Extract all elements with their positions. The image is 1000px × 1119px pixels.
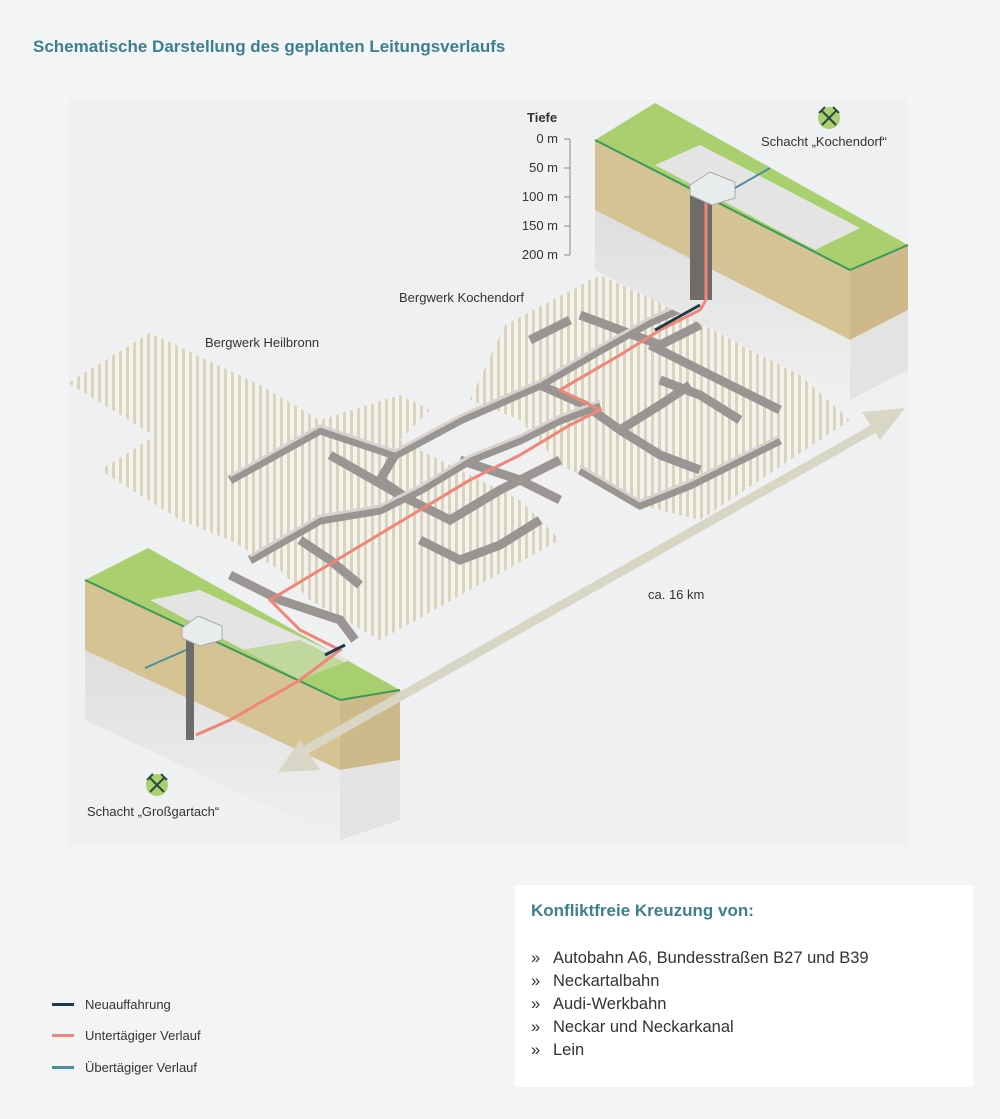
depth-tick-label: 100 m	[521, 189, 558, 204]
depth-tick-label: 50 m	[529, 160, 558, 175]
shaft-building-grossgartach	[181, 615, 223, 647]
label-bergwerk-heilbronn: Bergwerk Heilbronn	[205, 335, 320, 350]
info-box-list: »Autobahn A6, Bundesstraßen B27 und B39 …	[531, 947, 869, 1062]
hammer-and-pick-icon	[818, 106, 840, 129]
depth-tick-label: 200 m	[521, 247, 558, 262]
legend-label: Übertägiger Verlauf	[85, 1060, 198, 1075]
bullet: »	[531, 949, 541, 967]
shaft-building-kochendorf	[689, 171, 736, 206]
list-item-text: Lein	[553, 1041, 585, 1059]
label-distance: ca. 16 km	[648, 587, 705, 602]
bullet: »	[531, 995, 541, 1013]
bullet: »	[531, 972, 541, 990]
label-bergwerk-kochendorf: Bergwerk Kochendorf	[399, 290, 525, 305]
distance-arrow	[278, 408, 905, 772]
list-item-text: Audi-Werkbahn	[553, 995, 667, 1013]
list-item: » Lein	[531, 1039, 869, 1062]
legend-item: Neuauffahrung	[52, 995, 272, 1015]
list-item: » Audi-Werkbahn	[531, 993, 869, 1016]
legend-item: Untertägiger Verlauf	[52, 1026, 272, 1046]
legend-swatch-uebertaegig	[52, 1066, 74, 1069]
legend-item: Übertägiger Verlauf	[52, 1058, 272, 1078]
label-schacht-kochendorf: Schacht „Kochendorf“	[761, 134, 887, 149]
hammer-and-pick-icon	[146, 773, 168, 796]
tunnel-network	[227, 295, 783, 643]
list-item-text: Neckartalbahn	[553, 972, 660, 990]
route-new-excavation	[654, 303, 701, 332]
list-item-text: Autobahn A6, Bundesstraßen B27 und B39	[553, 949, 869, 967]
legend-label: Untertägiger Verlauf	[85, 1028, 201, 1043]
mine-area-heilbronn	[68, 333, 560, 640]
legend-swatch-untertaegig	[52, 1034, 74, 1037]
legend-label: Neuauffahrung	[85, 997, 171, 1012]
list-item-text: Neckar und Neckarkanal	[553, 1018, 734, 1036]
depth-scale-axis	[564, 138, 571, 256]
page-title: Schematische Darstellung des geplanten L…	[33, 37, 506, 56]
info-box: Konfliktfreie Kreuzung von: » Autobahn A6…	[515, 885, 973, 1087]
depth-scale-title: Tiefe	[527, 110, 558, 125]
mine-area-kochendorf	[470, 275, 850, 520]
list-item: » Autobahn A6, Bundesstraßen B27 und B39	[531, 947, 869, 970]
label-schacht-grossgartach: Schacht „Großgartach“	[87, 804, 220, 819]
block-kochendorf	[594, 103, 909, 400]
depth-tick-label: 0 m	[536, 131, 558, 146]
depth-tick-label: 150 m	[521, 218, 558, 233]
bullet: »	[531, 1041, 541, 1059]
legend-swatch-neuauffahrung	[52, 1003, 74, 1006]
bullet: »	[531, 1018, 541, 1036]
info-box-title: Konfliktfreie Kreuzung von:	[531, 901, 754, 920]
list-item: » Neckar und Neckarkanal	[531, 1016, 869, 1039]
route-underground	[195, 299, 708, 737]
list-item: » Neckartalbahn	[531, 970, 869, 993]
